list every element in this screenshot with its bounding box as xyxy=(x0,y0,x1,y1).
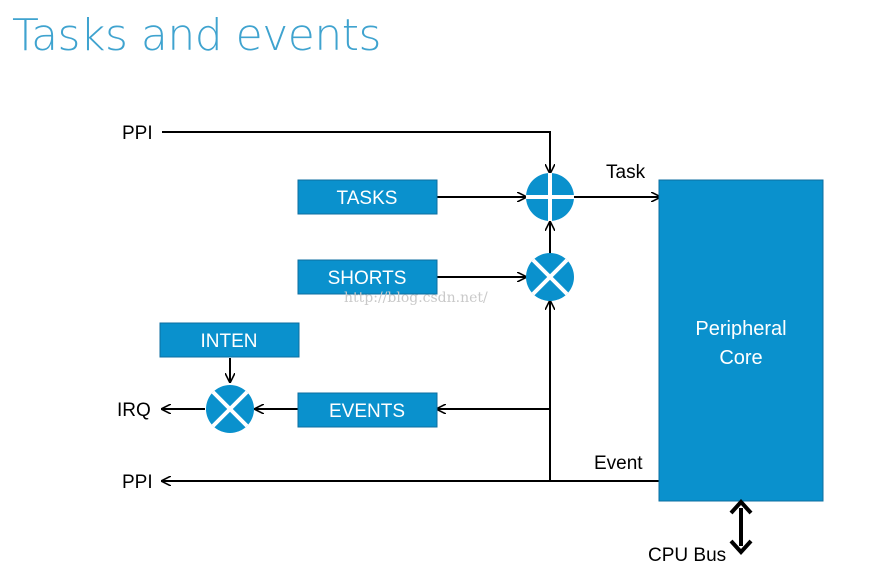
shorts-box: SHORTS xyxy=(297,259,438,295)
task-label: Task xyxy=(606,162,646,183)
irq-multiply-operator-icon xyxy=(206,385,254,433)
irq-label: IRQ xyxy=(117,400,151,421)
shorts-label: SHORTS xyxy=(328,268,407,289)
ppi-in-line xyxy=(162,131,550,172)
connectors xyxy=(162,131,659,481)
peripheral-core-box: Peripheral Core xyxy=(658,179,824,502)
watermark: http://blog.csdn.net/ xyxy=(344,290,488,306)
tasks-label: TASKS xyxy=(337,188,398,209)
events-box: EVENTS xyxy=(297,392,438,428)
inten-label: INTEN xyxy=(201,331,258,352)
inten-box: INTEN xyxy=(159,322,300,358)
cpu-bus-arrow-icon xyxy=(729,499,753,555)
cpu-bus-label: CPU Bus xyxy=(648,545,726,566)
core-label-line1: Peripheral xyxy=(695,318,786,340)
event-label: Event xyxy=(594,453,643,474)
core-label-line2: Core xyxy=(719,347,762,369)
tasks-box: TASKS xyxy=(297,179,438,215)
slide-title: Tasks and events xyxy=(12,10,381,61)
events-label: EVENTS xyxy=(329,401,405,422)
multiply-operator-icon xyxy=(526,253,574,301)
ppi-out-label: PPI xyxy=(122,472,153,493)
plus-operator-icon xyxy=(526,173,574,221)
ppi-in-label: PPI xyxy=(122,123,153,144)
